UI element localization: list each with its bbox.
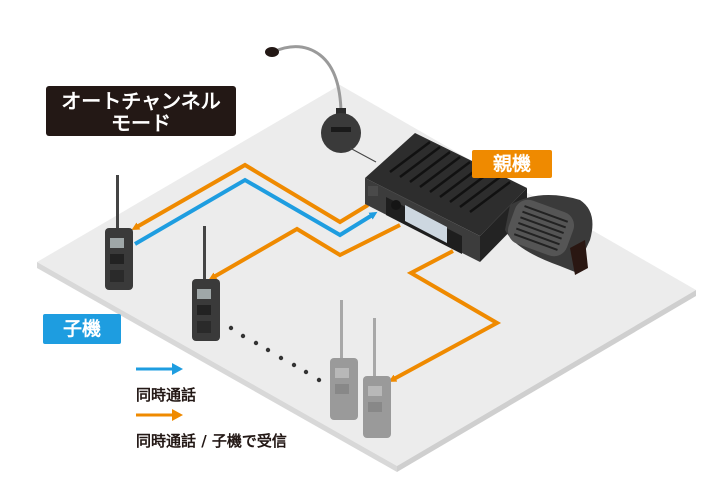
handheld-radio-2-icon — [192, 226, 220, 341]
floor-plane — [37, 85, 696, 472]
child-unit-label: 子機 — [43, 314, 121, 344]
mode-title-line-2: モード — [111, 111, 171, 135]
handheld-radio-1-icon — [105, 175, 133, 290]
orange-path-3 — [388, 249, 502, 382]
handheld-radio-3-faded-icon — [330, 300, 358, 420]
blue-path — [133, 177, 378, 246]
handheld-radio-4-faded-icon — [363, 318, 391, 438]
gooseneck-microphone-icon — [265, 45, 377, 163]
blue-arrow-icon — [136, 363, 183, 375]
mode-title-box: オートチャンネル モード — [46, 86, 236, 136]
legend-label: 同時通話 — [136, 386, 197, 404]
parent-unit-label: 親機 — [472, 150, 552, 178]
legend-label: 同時通話 / 子機で受信 — [136, 432, 287, 450]
external-speaker-icon — [505, 195, 593, 275]
signal-paths — [131, 162, 502, 382]
mode-title-line-1: オートチャンネル — [61, 89, 221, 113]
ellipsis-dots — [228, 325, 322, 383]
orange-arrow-icon — [136, 409, 183, 421]
orange-path-1 — [131, 162, 370, 230]
orange-path-2 — [208, 223, 401, 280]
